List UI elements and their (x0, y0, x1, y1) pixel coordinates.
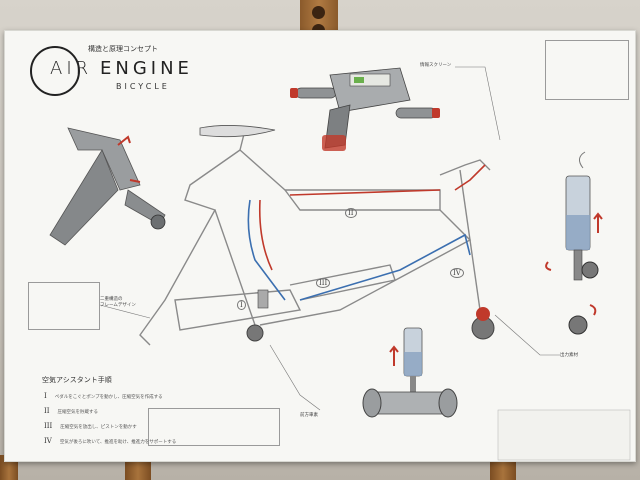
front-hub-red-icon (476, 307, 490, 321)
step-text: 空気が後ろに吹いて、推進を助け、推進力をサポートする (59, 440, 177, 445)
logo-word-engine: ENGINE (100, 58, 193, 79)
handlebar-sketch (290, 67, 440, 151)
air-tubes (247, 164, 486, 301)
paragraph-frame-bottom (148, 408, 280, 446)
leader-line-left (99, 304, 151, 319)
step-item: III 圧縮空気を放出し、ピストンを動かす (44, 422, 137, 430)
logo-ring-icon (30, 46, 80, 96)
label-output-material: 出力素材 (560, 353, 578, 358)
leader-line-screen (455, 66, 501, 141)
step-text: 圧縮空気を放出し、ピストンを動かす (60, 425, 137, 430)
leader-line-right (494, 314, 560, 356)
paragraph-frame-top-right (545, 40, 629, 100)
step-text: 圧縮空気を貯蔵する (57, 410, 99, 415)
marker-roman-i: I (237, 300, 246, 310)
step-item: I ペダルをこぐとポンプを動かし、圧縮空気を作成する (44, 392, 163, 400)
board-title: 構造と原理コンセプト (88, 45, 158, 53)
steps-title: 空気アシスタント手順 (42, 376, 112, 384)
bicycle-frame (139, 129, 491, 346)
label-info-screen: 情報スクリーン (420, 63, 452, 68)
poster-board (4, 30, 636, 462)
air-engine-logo: AIR ENGINE BICYCLE (30, 44, 189, 100)
step-number: III (44, 422, 53, 430)
piston-sketch-right (545, 151, 603, 335)
pump-cylinder-icon (257, 289, 269, 309)
marker-roman-iv: IV (450, 268, 464, 278)
step-item: IV 空気が後ろに吹いて、推進を助け、推進力をサポートする (44, 437, 176, 445)
label-front-material: 前方車素 (300, 413, 318, 418)
leader-line-bottom (269, 344, 321, 411)
marker-roman-iii: III (316, 278, 331, 288)
pump-sketch-bottom (362, 327, 458, 418)
step-number: IV (44, 437, 52, 445)
logo-word-bicycle: BICYCLE (116, 82, 170, 91)
step-number: II (44, 407, 50, 415)
step-number: I (44, 392, 47, 400)
note-box-bottom-right (497, 409, 631, 461)
marker-roman-ii: II (345, 208, 357, 218)
step-item: II 圧縮空気を貯蔵する (44, 407, 98, 415)
frame-detail-sketch (49, 127, 166, 246)
crank-cog-icon (246, 324, 264, 342)
easel-peg-hole (312, 6, 325, 19)
label-double-frame: 二重構造の フレームデザイン (100, 297, 136, 308)
logo-word-air: AIR (50, 58, 93, 79)
bicycle-seat (199, 125, 276, 138)
step-text: ペダルをこぐとポンプを動かし、圧縮空気を作成する (54, 395, 163, 400)
paragraph-frame-left (28, 282, 100, 330)
